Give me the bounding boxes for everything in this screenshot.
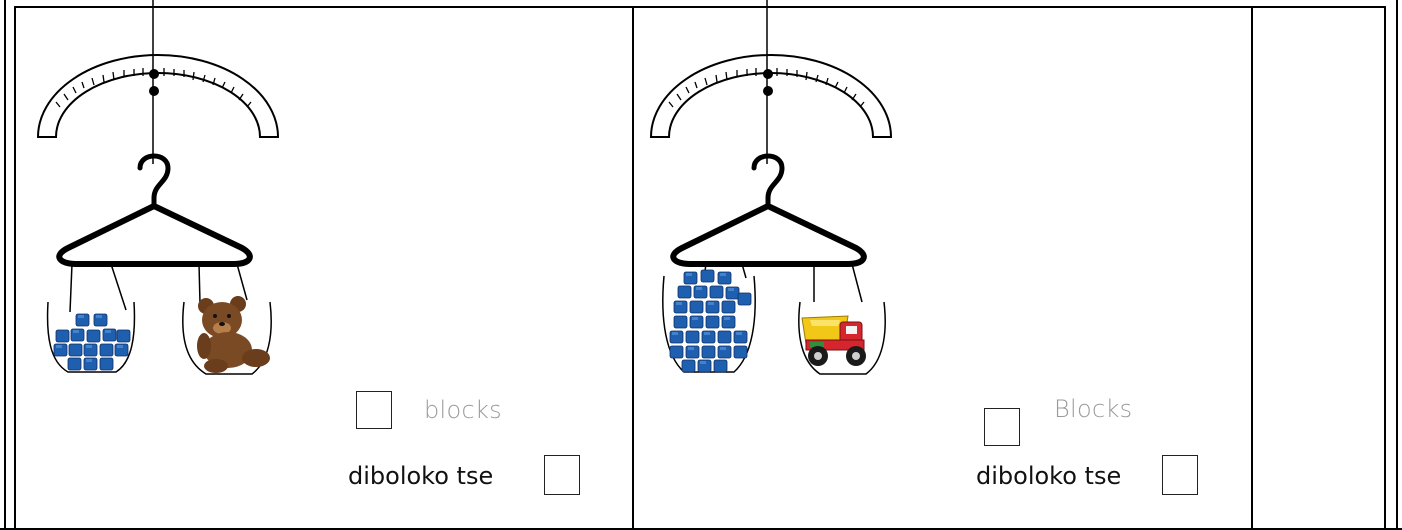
left-pan-blocks <box>48 302 135 372</box>
dial-pivot-top <box>763 69 773 79</box>
counting-phrase-label: diboloko tse <box>976 462 1121 490</box>
teddy-bear-icon <box>197 296 270 373</box>
right-pan-teddy <box>183 296 271 374</box>
scale-panel-1: blocks diboloko tse <box>16 0 632 530</box>
block-count-answer-box[interactable] <box>356 391 392 429</box>
right-pan-truck <box>799 302 885 374</box>
counting-phrase-label: diboloko tse <box>348 462 493 490</box>
hanging-scale-illustration-1 <box>16 0 306 400</box>
count-answer-box[interactable] <box>1162 455 1198 495</box>
blocks-unit-label: Blocks <box>1054 395 1132 423</box>
hanging-scale-illustration-2 <box>634 0 924 400</box>
blue-blocks-icon <box>670 270 751 372</box>
coat-hanger-icon <box>59 156 250 264</box>
dial-pivot-bottom <box>149 86 159 96</box>
coat-hanger-icon <box>673 156 864 264</box>
blocks-unit-label: blocks <box>424 396 502 424</box>
empty-panel-3 <box>1253 0 1384 530</box>
table-border-right <box>1384 6 1386 530</box>
left-pan-blocks <box>663 270 755 372</box>
dial-pivot-top <box>149 69 159 79</box>
dial-pivot-bottom <box>763 86 773 96</box>
table-border-left <box>4 0 6 530</box>
table-border-right-outer <box>1396 0 1398 530</box>
toy-truck-icon <box>802 316 866 366</box>
count-answer-box[interactable] <box>544 455 580 495</box>
scale-panel-2: Blocks diboloko tse <box>634 0 1251 530</box>
block-count-answer-box[interactable] <box>984 408 1020 446</box>
